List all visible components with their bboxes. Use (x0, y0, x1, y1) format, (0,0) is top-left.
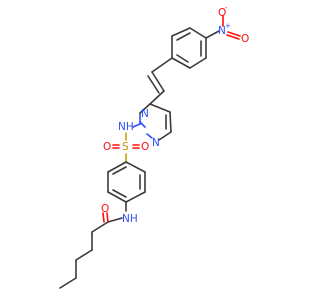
sulfur-label: S (122, 141, 129, 153)
pyrimidine-n1-label: N (141, 108, 149, 120)
sulfonamide-nh-label: NH (118, 121, 134, 133)
benzene-ring (107, 161, 146, 203)
nitro-group: N + O - O (205, 4, 249, 45)
nitro-oxygen-minus-label: O (218, 7, 226, 19)
molecule-canvas: N + O - O N N NH S O O (59, 4, 249, 289)
amide-group: NH O (101, 201, 138, 225)
amide-oxygen-label: O (101, 203, 109, 215)
nitro-oxygen-charge: - (225, 4, 228, 12)
nitrophenyl-ring (171, 27, 207, 69)
pyrimidine-n3-label: N (152, 137, 160, 149)
alkyl-chain (59, 221, 109, 289)
amide-nh-label: NH (122, 213, 138, 225)
nitro-nitrogen-label: N (218, 25, 226, 37)
sulfonyl-oxygen-right-label: O (141, 141, 149, 153)
vinyl-linker (147, 57, 173, 105)
nitro-nitrogen-charge: + (225, 22, 231, 30)
pyrimidine-ring: N N (139, 103, 172, 149)
sulfonamide-group: NH S O O (103, 121, 149, 163)
molecule-structure: N + O - O N N NH S O O (59, 4, 249, 289)
nitro-oxygen-label: O (241, 33, 249, 45)
sulfonyl-oxygen-left-label: O (103, 141, 111, 153)
